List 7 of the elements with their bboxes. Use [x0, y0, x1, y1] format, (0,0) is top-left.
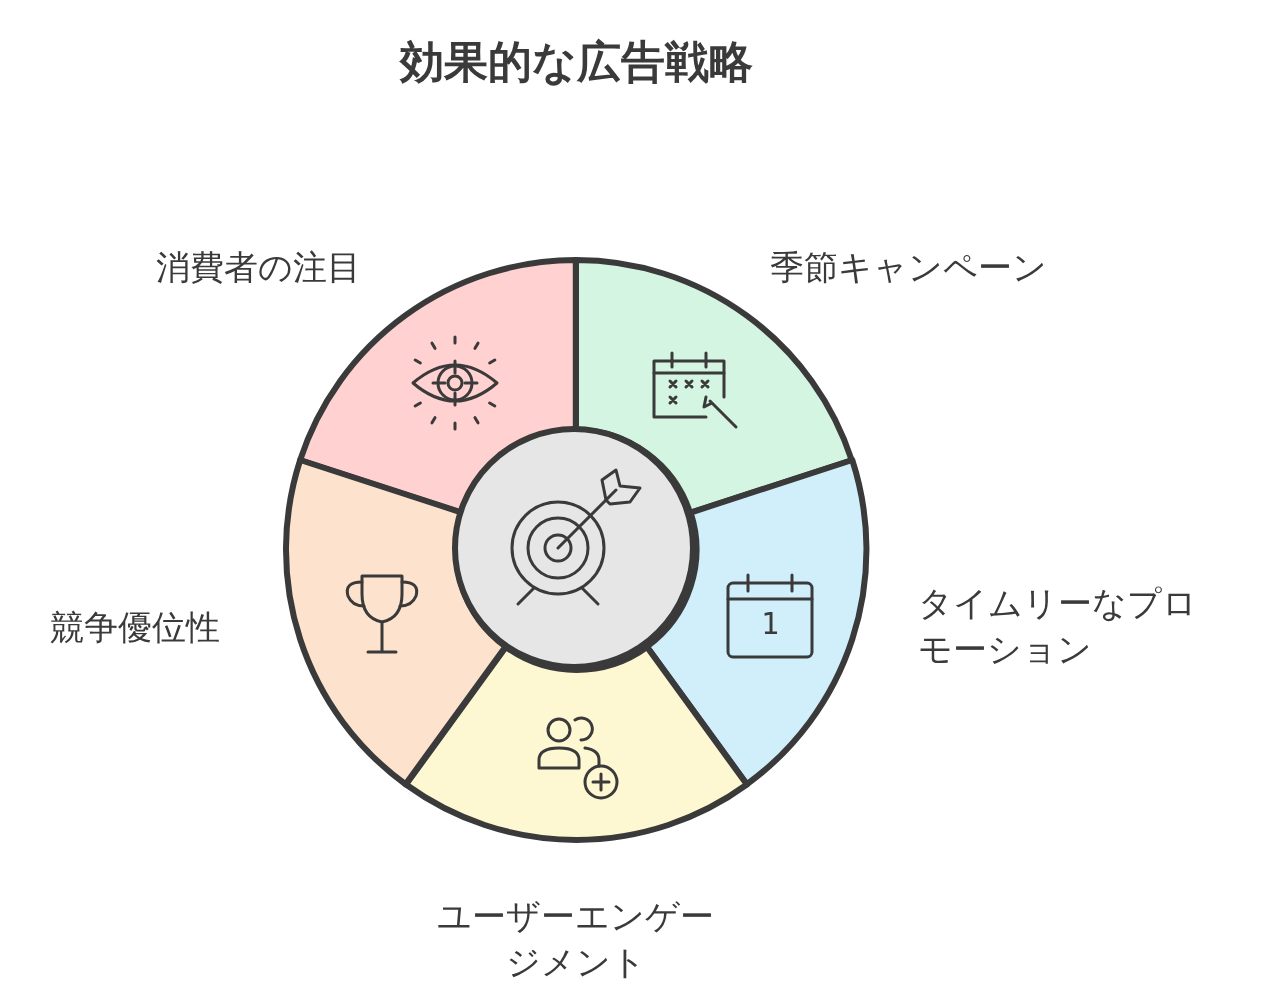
segment-label: 競争優位性 — [49, 606, 221, 649]
calendar-date: 1 — [761, 607, 780, 641]
segment-label: タイムリーなプロモーション — [918, 582, 1198, 671]
segment-label: ユーザーエンゲージメント — [436, 895, 716, 984]
segment-label: 消費者の注目 — [154, 246, 362, 289]
segment-label: 季節キャンペーン — [770, 246, 1048, 289]
title: 効果的な広告戦略 — [398, 35, 754, 89]
